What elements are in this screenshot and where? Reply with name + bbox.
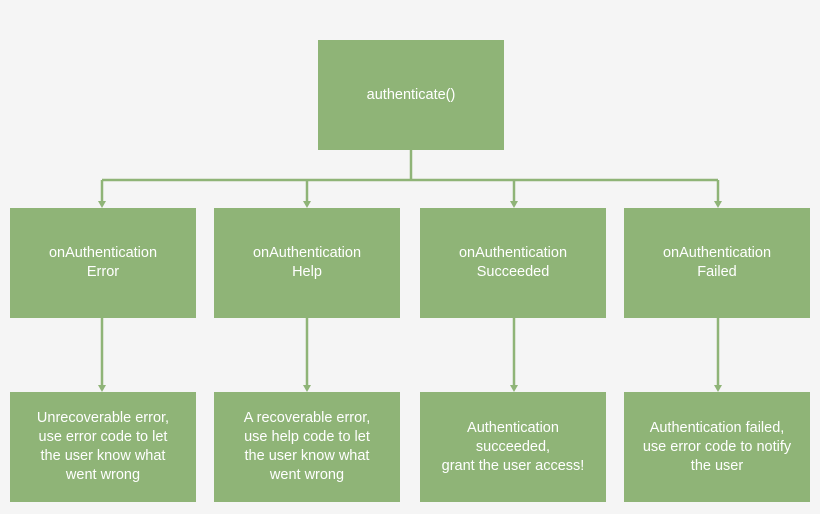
result-failed-line-2: use error code to notify [642,438,792,455]
result-node-failed: Authentication failed, use error code to… [624,392,810,502]
callback-error-line-1: onAuthentication [48,245,158,261]
result-error-line-3: the user know what [40,448,166,464]
result-error-line-2: use error code to let [38,429,168,445]
result-succeeded-line-3: grant the user access! [441,457,585,474]
result-help-line-3: the user know what [244,448,370,464]
callback-node-failed: onAuthentication Failed [624,208,810,318]
callback-node-error: onAuthentication Error [10,208,196,318]
result-succeeded-line-1: Authentication [467,419,559,436]
result-node-help: A recoverable error, use help code to le… [214,392,400,502]
result-arrowhead-error [98,385,106,392]
result-help-line-1: A recoverable error, [243,410,371,426]
result-node-succeeded: Authentication succeeded, grant the user… [420,392,606,502]
callback-failed-line-1: onAuthentication [662,245,772,261]
result-succeeded-line-2: succeeded, [475,438,551,455]
callback-help-line-2: Help [292,264,322,280]
arrowhead-failed [714,201,722,208]
callback-error-line-2: Error [86,264,120,280]
callback-node-help: onAuthentication Help [214,208,400,318]
result-failed-line-3: the user [690,457,744,474]
result-failed-line-1: Authentication failed, [649,419,785,436]
authenticate-label: authenticate() [366,86,456,103]
result-error-line-4: went wrong [65,467,141,483]
callback-failed-line-2: Failed [697,264,737,280]
callback-help-line-1: onAuthentication [252,245,362,261]
result-arrowhead-failed [714,385,722,392]
arrowhead-help [303,201,311,208]
result-help-line-4: went wrong [269,467,345,483]
result-error-line-1: Unrecoverable error, [36,410,170,426]
callback-node-succeeded: onAuthentication Succeeded [420,208,606,318]
result-node-error: Unrecoverable error, use error code to l… [10,392,196,502]
callback-succeeded-line-2: Succeeded [476,264,550,280]
arrowhead-succeeded [510,201,518,208]
result-help-line-2: use help code to let [244,429,370,445]
arrowhead-error [98,201,106,208]
result-arrowhead-help [303,385,311,392]
callback-succeeded-line-1: onAuthentication [458,245,568,261]
authenticate-node: authenticate() [318,40,504,150]
result-arrowhead-succeeded [510,385,518,392]
